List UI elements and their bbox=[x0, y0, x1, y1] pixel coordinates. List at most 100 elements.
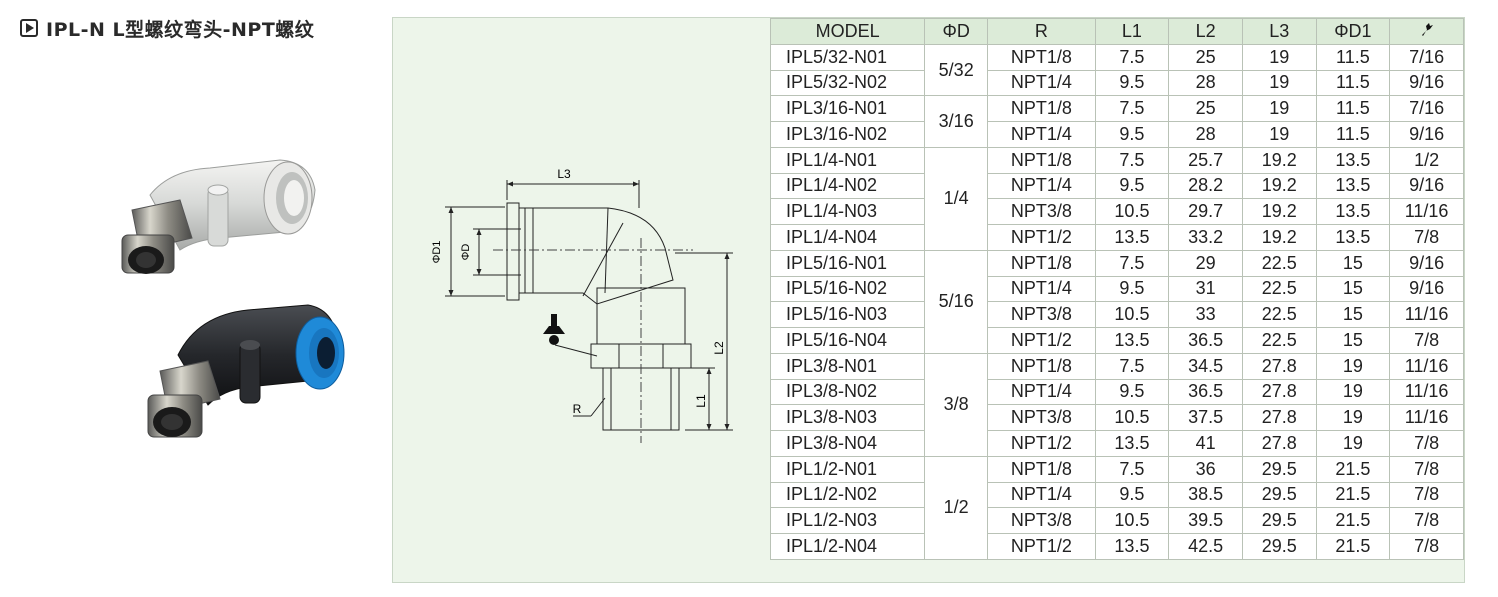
cell-l3: 29.5 bbox=[1241, 481, 1317, 509]
cell-w: 11/16 bbox=[1389, 301, 1464, 328]
cell-r: NPT1/4 bbox=[987, 481, 1096, 509]
cell-r: NPT1/4 bbox=[987, 172, 1096, 200]
cell-l1: 10.5 bbox=[1094, 301, 1170, 328]
cell-l1: 7.5 bbox=[1094, 352, 1170, 380]
cell-l1: 9.5 bbox=[1094, 172, 1170, 200]
cell-l3: 27.8 bbox=[1241, 404, 1317, 431]
cell-w: 11/16 bbox=[1389, 404, 1464, 431]
cell-r: NPT3/8 bbox=[987, 404, 1096, 431]
cell-w: 9/16 bbox=[1389, 249, 1464, 277]
cell-d: 1/4 bbox=[924, 146, 989, 251]
cell-l3: 29.5 bbox=[1241, 455, 1317, 483]
l1-label: L1 bbox=[694, 394, 708, 408]
header-wrench bbox=[1389, 18, 1464, 45]
cell-l2: 31 bbox=[1168, 275, 1243, 303]
cell-l3: 27.8 bbox=[1241, 378, 1317, 406]
spec-panel: L3 ΦD1 ΦD L2 L1 R MODEL ΦD R L1 L2 L3 ΦD… bbox=[392, 17, 1465, 583]
header-l2: L2 bbox=[1168, 18, 1243, 45]
cell-d1: 19 bbox=[1315, 352, 1391, 380]
cell-d: 5/16 bbox=[924, 249, 989, 354]
cell-d1: 11.5 bbox=[1315, 121, 1391, 148]
cell-l3: 19 bbox=[1241, 95, 1317, 122]
cell-d1: 19 bbox=[1315, 404, 1391, 431]
cell-w: 7/8 bbox=[1389, 327, 1464, 354]
cell-d1: 19 bbox=[1315, 378, 1391, 406]
cell-l1: 9.5 bbox=[1094, 275, 1170, 303]
cell-w: 1/2 bbox=[1389, 146, 1464, 174]
cell-model: IPL1/2-N04 bbox=[769, 533, 926, 560]
cell-l1: 13.5 bbox=[1094, 533, 1170, 560]
cell-l3: 27.8 bbox=[1241, 352, 1317, 380]
cell-r: NPT1/2 bbox=[987, 533, 1096, 560]
cell-w: 7/16 bbox=[1389, 43, 1464, 71]
cell-l2: 28.2 bbox=[1168, 172, 1243, 200]
cell-l3: 29.5 bbox=[1241, 533, 1317, 560]
cell-model: IPL3/16-N01 bbox=[769, 95, 926, 122]
cell-w: 7/8 bbox=[1389, 430, 1464, 457]
cell-l3: 29.5 bbox=[1241, 507, 1317, 534]
cell-w: 7/8 bbox=[1389, 455, 1464, 483]
cell-d1: 13.5 bbox=[1315, 146, 1391, 174]
cell-l2: 29.7 bbox=[1168, 198, 1243, 225]
cell-model: IPL5/32-N01 bbox=[769, 43, 926, 71]
cell-l2: 28 bbox=[1168, 69, 1243, 97]
cell-w: 9/16 bbox=[1389, 121, 1464, 148]
cell-d1: 13.5 bbox=[1315, 224, 1391, 251]
section-title-row: IPL-N L型螺纹弯头-NPT螺纹 bbox=[20, 14, 314, 42]
cell-r: NPT1/4 bbox=[987, 378, 1096, 406]
cell-l1: 10.5 bbox=[1094, 198, 1170, 225]
cell-w: 11/16 bbox=[1389, 198, 1464, 225]
header-model: MODEL bbox=[769, 18, 926, 45]
header-d: ΦD bbox=[924, 18, 989, 45]
l3-label: L3 bbox=[557, 167, 571, 181]
cell-r: NPT3/8 bbox=[987, 507, 1096, 534]
cell-model: IPL1/2-N03 bbox=[769, 507, 926, 534]
cell-l3: 22.5 bbox=[1241, 301, 1317, 328]
r-label: R bbox=[573, 402, 582, 416]
cell-model: IPL3/8-N02 bbox=[769, 378, 926, 406]
cell-model: IPL5/16-N01 bbox=[769, 249, 926, 277]
cell-d1: 15 bbox=[1315, 301, 1391, 328]
cell-r: NPT1/8 bbox=[987, 249, 1096, 277]
cell-r: NPT3/8 bbox=[987, 301, 1096, 328]
cell-r: NPT1/2 bbox=[987, 224, 1096, 251]
cell-model: IPL3/8-N01 bbox=[769, 352, 926, 380]
cell-l2: 39.5 bbox=[1168, 507, 1243, 534]
cell-l1: 9.5 bbox=[1094, 121, 1170, 148]
cell-l1: 10.5 bbox=[1094, 404, 1170, 431]
cell-l2: 25 bbox=[1168, 43, 1243, 71]
header-l1: L1 bbox=[1094, 18, 1170, 45]
play-icon bbox=[20, 19, 38, 37]
cell-d: 1/2 bbox=[924, 455, 989, 560]
cell-d1: 21.5 bbox=[1315, 455, 1391, 483]
cell-l2: 25.7 bbox=[1168, 146, 1243, 174]
cell-l2: 38.5 bbox=[1168, 481, 1243, 509]
cell-l3: 22.5 bbox=[1241, 327, 1317, 354]
cell-l1: 13.5 bbox=[1094, 430, 1170, 457]
d1-label: ΦD1 bbox=[431, 241, 443, 264]
cell-model: IPL3/16-N02 bbox=[769, 121, 926, 148]
cell-r: NPT1/4 bbox=[987, 121, 1096, 148]
cell-l3: 19.2 bbox=[1241, 146, 1317, 174]
cell-l3: 19 bbox=[1241, 69, 1317, 97]
cell-d1: 19 bbox=[1315, 430, 1391, 457]
cell-l1: 7.5 bbox=[1094, 43, 1170, 71]
cell-l3: 27.8 bbox=[1241, 430, 1317, 457]
grey-elbow-fitting-photo bbox=[121, 159, 316, 274]
cell-d1: 11.5 bbox=[1315, 95, 1391, 122]
cell-w: 9/16 bbox=[1389, 172, 1464, 200]
cell-model: IPL5/32-N02 bbox=[769, 69, 926, 97]
